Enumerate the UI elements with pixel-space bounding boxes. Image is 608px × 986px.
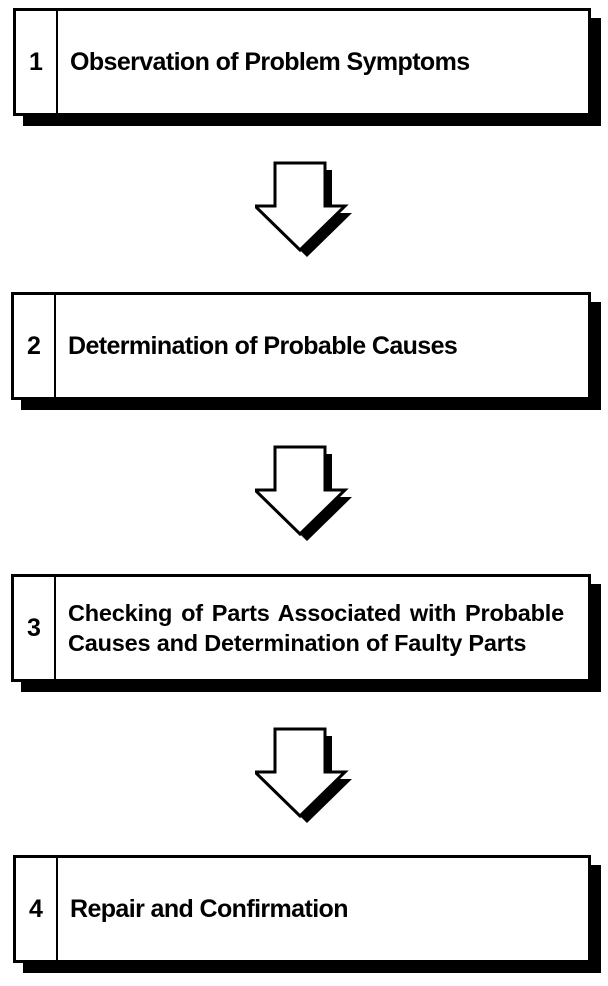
step-1-number: 1 [16,11,58,113]
down-arrow-icon [255,727,352,823]
down-arrow-icon [255,161,352,257]
step-2-label: Determination of Probable Causes [68,332,458,360]
step-4-box: 4 Repair and Confirmation [13,855,591,963]
down-arrow-icon [255,445,352,541]
step-1-box: 1 Observation of Problem Symptoms [13,8,591,116]
step-4-number: 4 [16,858,58,960]
step-2-box: 2 Determination of Probable Causes [11,292,591,400]
step-3-label: Checking of Parts Associated with Probab… [68,600,564,656]
step-3-box: 3 Checking of Parts Associated with Prob… [11,574,591,682]
step-3-number: 3 [14,577,56,679]
step-1-label: Observation of Problem Symptoms [70,48,470,76]
step-4-label: Repair and Confirmation [70,895,348,923]
step-2-number: 2 [14,295,56,397]
